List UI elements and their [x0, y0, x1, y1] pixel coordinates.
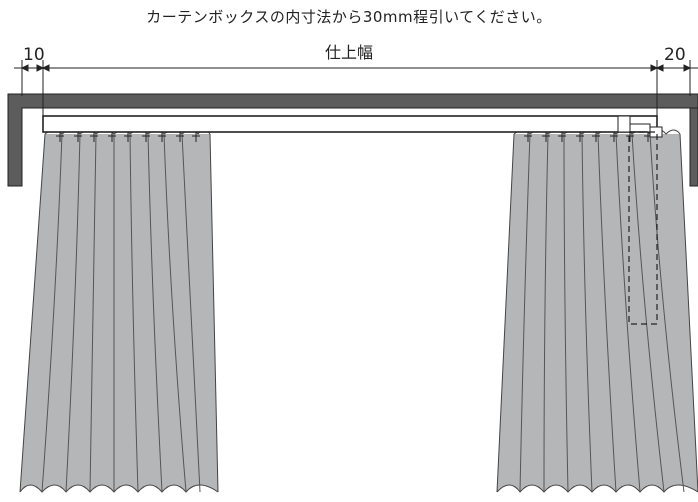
caption: カーテンボックスの内寸法から30mm程引いてください。 [146, 8, 552, 26]
rail-runners [56, 132, 652, 142]
curtain-rail [42, 115, 658, 133]
curtain-box-right-wall [689, 107, 698, 187]
dimension-right-label: 20 [664, 45, 686, 65]
return-outline [628, 131, 658, 325]
curtain-box [7, 93, 698, 187]
rail-end-cap [617, 115, 663, 138]
left-curtain [19, 129, 219, 493]
dimension-left-label: 10 [23, 45, 45, 65]
dimension-center-label: 仕上幅 [324, 43, 373, 62]
right-curtain [496, 129, 698, 493]
dimension-lines [14, 60, 698, 116]
